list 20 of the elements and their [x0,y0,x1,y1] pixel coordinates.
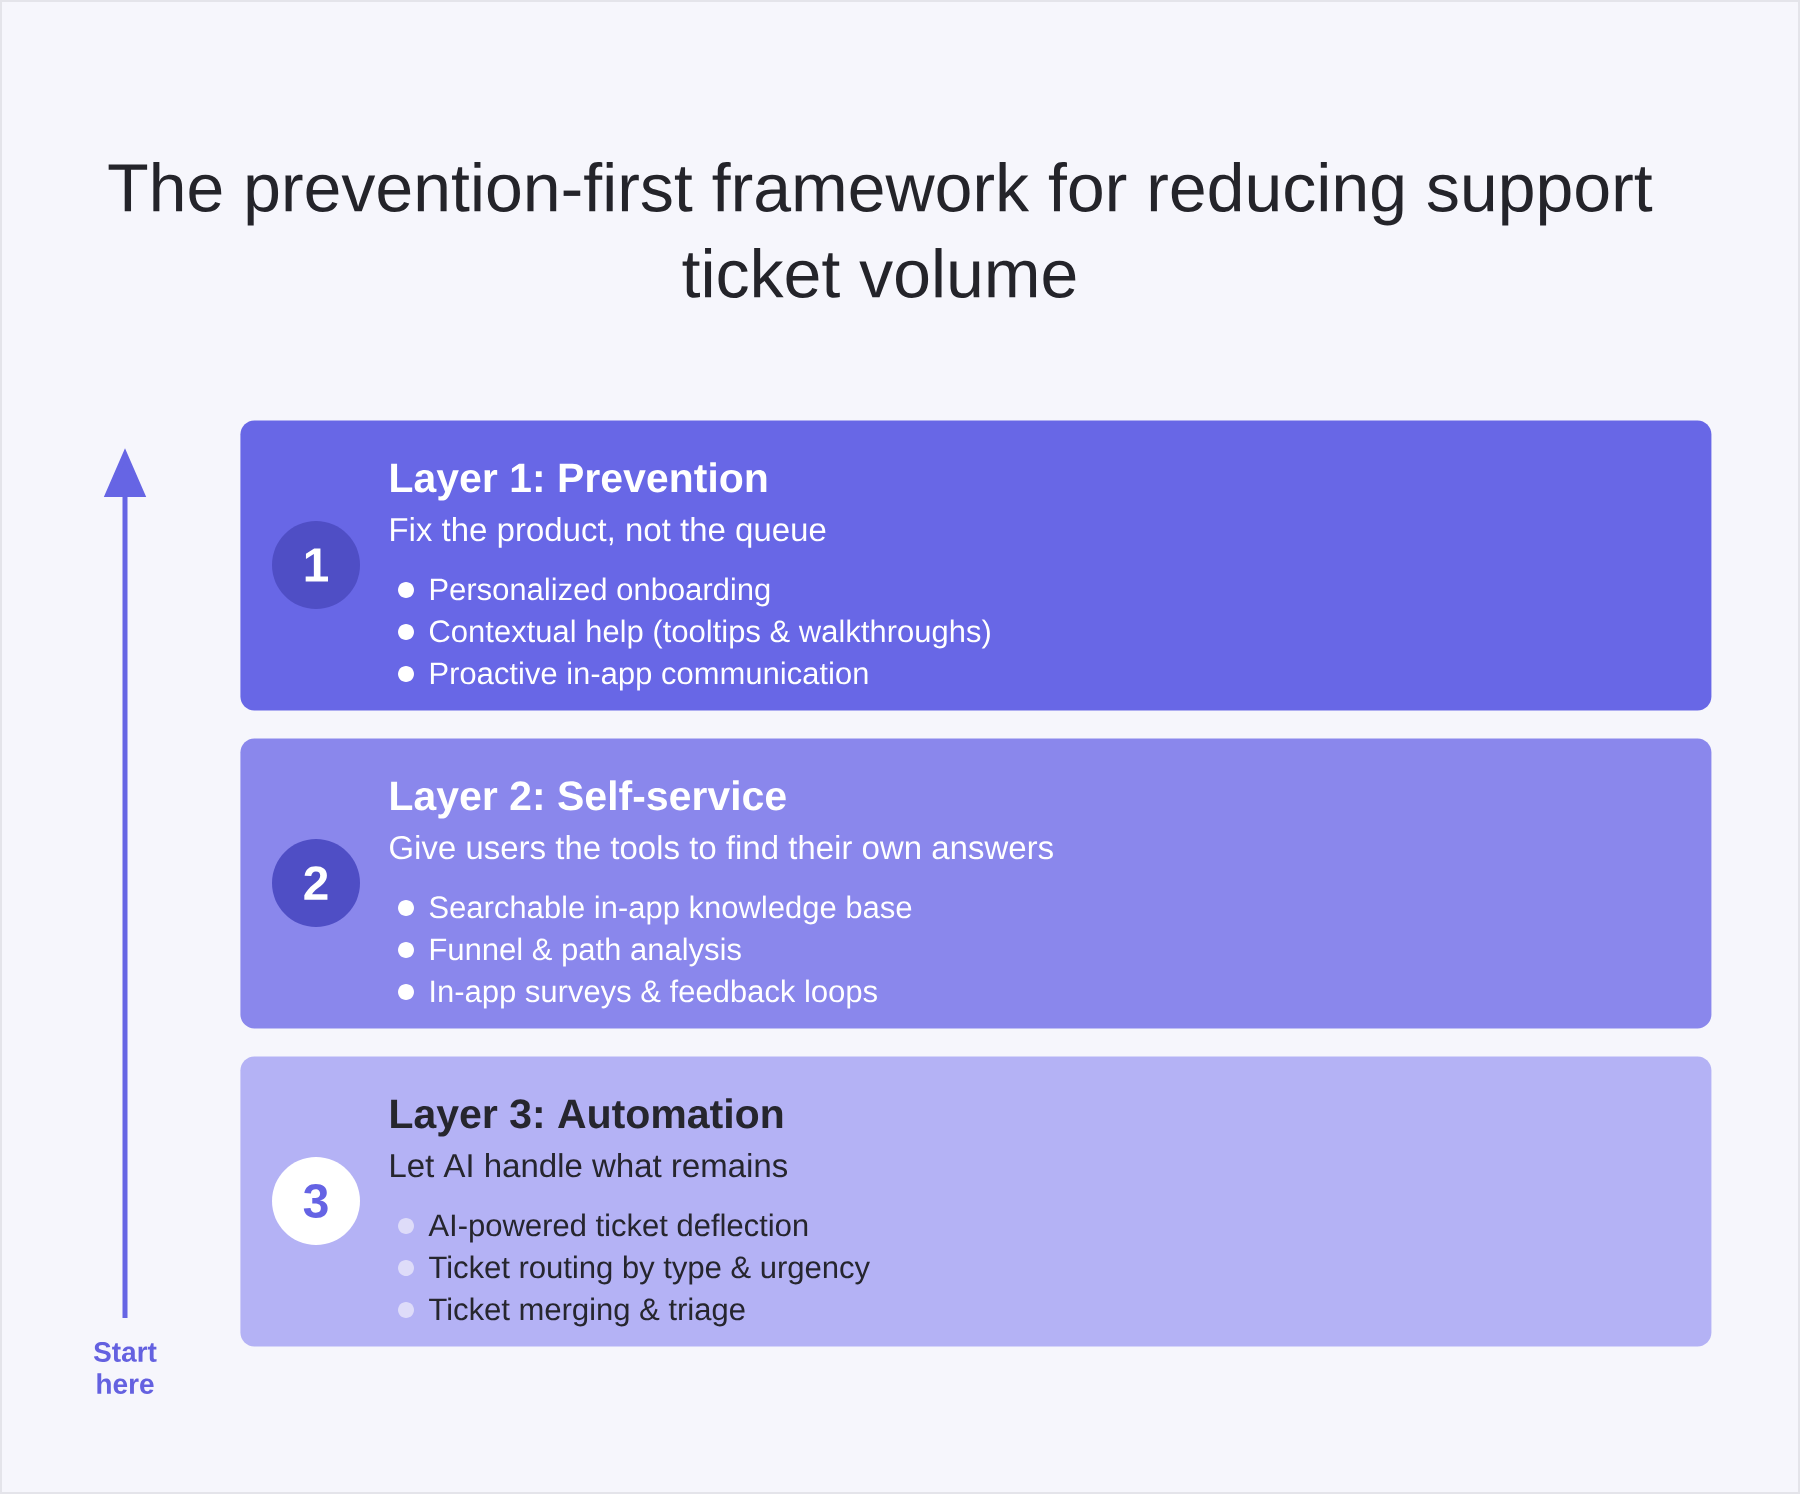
layer-subtitle: Fix the product, not the queue [391,517,826,548]
bullet-item: Contextual help (tooltips & walkthroughs) [430,619,990,649]
bullet-item: Funnel & path analysis [430,937,741,967]
layer-heading: Layer 3: Automation [391,1098,783,1137]
bullet-item: AI-powered ticket deflection [428,1213,808,1243]
layer-subtitle: Give users the tools to find their own answers [390,835,1053,860]
bullet-item: Proactive in-app communication [430,661,868,691]
bullet-item: Personalized onboarding [430,577,770,607]
title: The prevention-first framework for reducing support ticket volume [108,162,1653,298]
bullet-item: Ticket merging & triage [429,1297,745,1327]
bullet-item: In-app surveys & feedback loops [431,979,877,1009]
bullet-item: Searchable in-app knowledge base [429,895,912,925]
layer-heading: Layer 2: Self-service [391,780,786,819]
layer-heading: Layer 1: Prevention [391,462,767,501]
bullet-item: Ticket routing by type & urgency [429,1255,870,1285]
number-badge: 1 [272,521,360,609]
start-label: Start here [93,1342,157,1394]
number-badge: 3 [272,1157,360,1245]
number-badge: 2 [272,839,360,927]
layer-subtitle: Let AI handle what remains [391,1153,788,1178]
